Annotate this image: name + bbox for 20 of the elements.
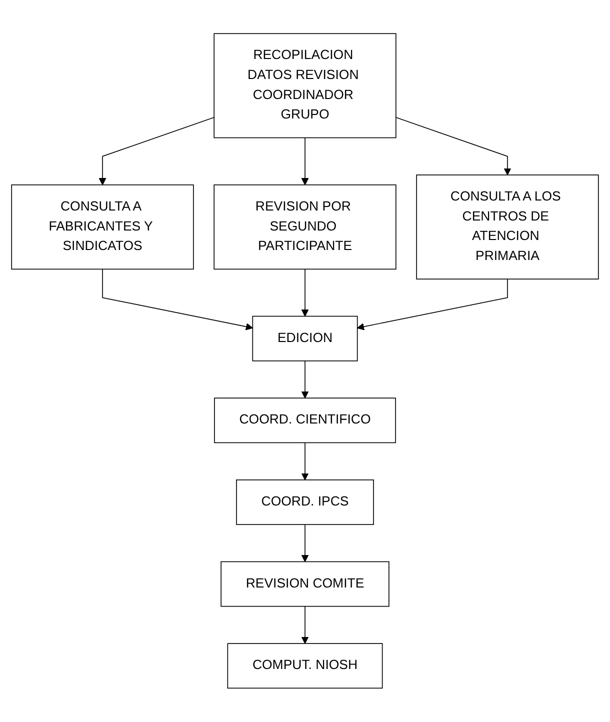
flowchart-drawing: RECOPILACION DATOS REVISION COORDINADOR GRUPO CONSULTA A FABRICANTES Y SINDICATOS REVISION POR SEGUNDO PARTICIPANTE CONSULTA A LOS CENTROS DE ATENCION PRIMARIA EDICION COORD. CIENTIFICO COORD. IPCS REVISION COMITE COMPUT. NIOSH [5, 27, 605, 695]
node-box [220, 561, 390, 607]
node-box [214, 33, 396, 138]
arrow [301, 442, 309, 480]
arrow [301, 606, 309, 644]
arrow [98, 117, 214, 186]
arrow [301, 137, 309, 186]
node-box [227, 643, 383, 689]
arrow [301, 268, 309, 317]
node-box [214, 398, 396, 444]
arrow [102, 268, 253, 330]
node-box [252, 316, 358, 362]
node-box [236, 480, 374, 526]
arrow [301, 524, 309, 562]
arrow [301, 360, 309, 399]
node-box [11, 184, 194, 270]
node-box [214, 184, 396, 270]
arrow [357, 278, 508, 330]
node-box [416, 174, 599, 280]
arrow [396, 117, 512, 176]
